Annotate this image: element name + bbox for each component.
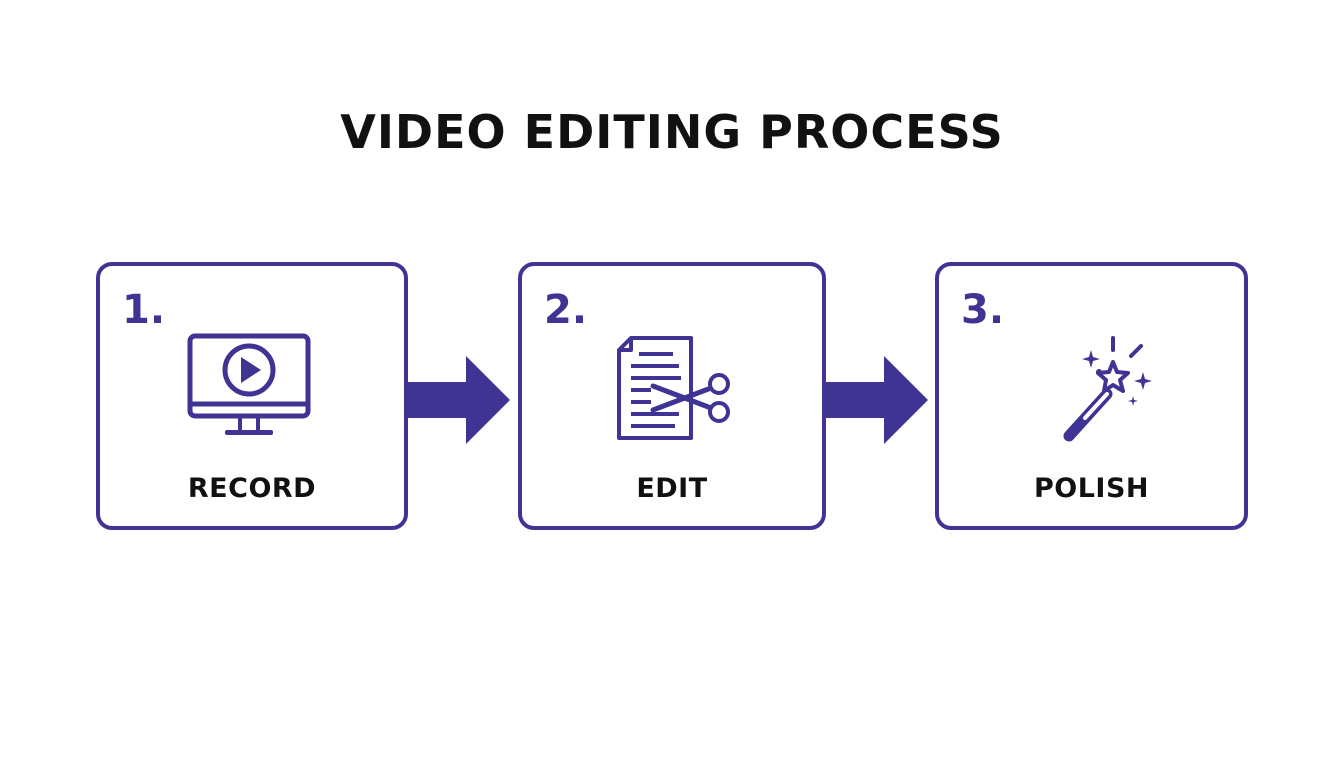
step-card-record: 1. RECORD bbox=[96, 262, 408, 530]
arrow-right-icon bbox=[822, 356, 928, 444]
step-card-edit: 2. EDIT bbox=[518, 262, 826, 530]
monitor-play-icon bbox=[187, 333, 311, 435]
step-number: 1. bbox=[122, 287, 166, 333]
document-scissors-icon bbox=[617, 336, 730, 440]
magic-wand-icon bbox=[1063, 336, 1152, 442]
arrow-right-icon bbox=[404, 356, 510, 444]
step-label-record: RECORD bbox=[187, 473, 317, 504]
step-label-edit: EDIT bbox=[636, 473, 708, 504]
step-number: 3. bbox=[961, 287, 1005, 333]
step-number: 2. bbox=[544, 287, 588, 333]
step-label-polish: POLISH bbox=[1033, 473, 1150, 504]
page-title: VIDEO EDITING PROCESS bbox=[340, 105, 1004, 159]
step-card-polish: 3. POLISH bbox=[935, 262, 1248, 530]
